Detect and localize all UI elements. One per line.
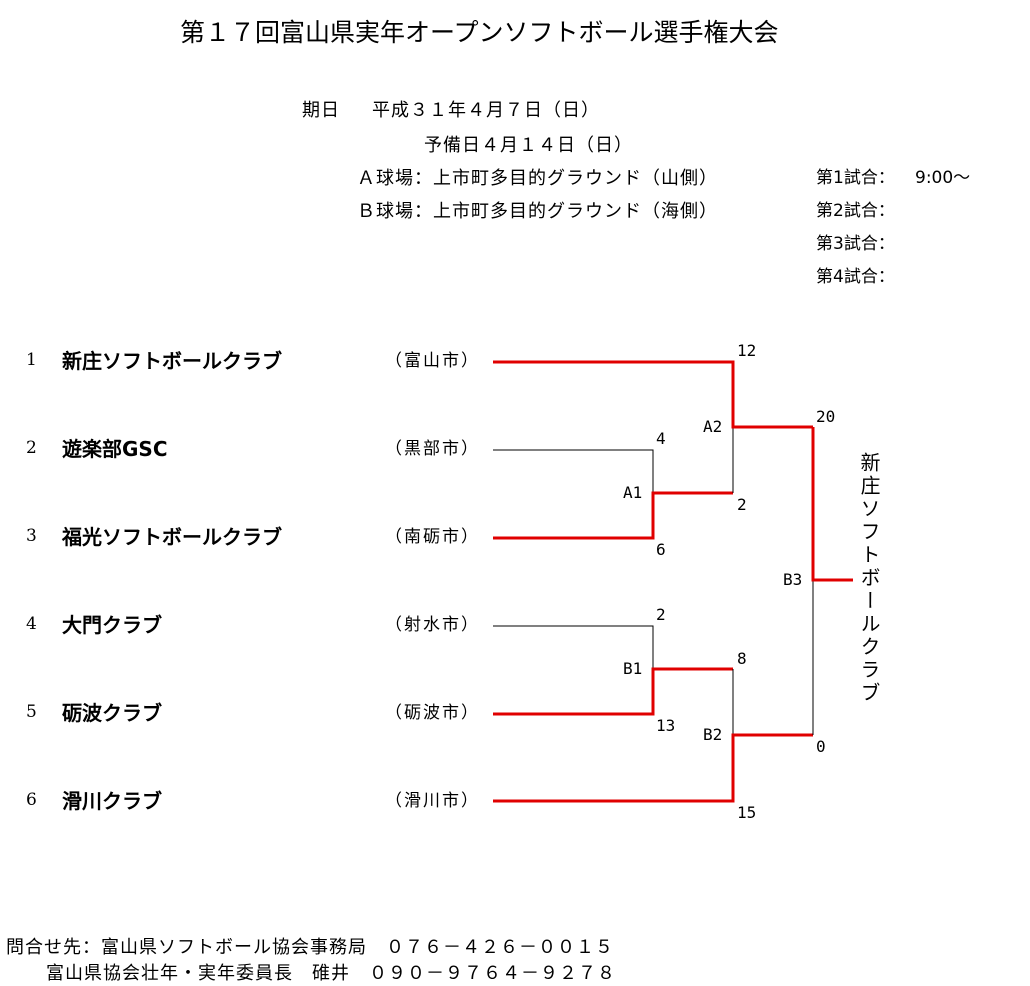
game-2-label: 第2試合： bbox=[816, 201, 895, 221]
score-b1-bottom: 13 bbox=[656, 716, 676, 735]
team-number: 1 bbox=[26, 350, 37, 370]
event-date: 平成３１年４月７日（日） bbox=[372, 100, 600, 121]
score-a2-bottom: 2 bbox=[737, 495, 747, 514]
score-a1-bottom: 6 bbox=[656, 540, 666, 559]
reserve-date: 予備日４月１４日（日） bbox=[424, 135, 633, 156]
venue-a: Ａ球場：上市町多目的グラウンド（山側） bbox=[357, 168, 718, 189]
score-b3-bottom: 0 bbox=[816, 737, 826, 756]
score-a1-top: 4 bbox=[656, 429, 666, 448]
bracket-line-team2 bbox=[493, 449, 654, 493]
team-city: （射水市） bbox=[385, 615, 480, 635]
bracket-line-team1 bbox=[493, 360, 813, 429]
team-number: 6 bbox=[26, 790, 37, 810]
match-label-b3: B3 bbox=[783, 570, 803, 589]
bracket-line-team4 bbox=[493, 625, 654, 669]
page-title: 第１７回富山県実年オープンソフトボール選手権大会 bbox=[180, 18, 779, 47]
team-city: （滑川市） bbox=[385, 791, 480, 811]
team-name: 福光ソフトボールクラブ bbox=[62, 525, 282, 549]
team-name: 大門クラブ bbox=[62, 613, 162, 637]
score-b3-top: 20 bbox=[816, 407, 836, 426]
team-number: 5 bbox=[26, 702, 37, 722]
score-a2-top: 12 bbox=[737, 341, 757, 360]
team-city: （南砺市） bbox=[385, 527, 480, 547]
date-label: 期日 bbox=[302, 100, 340, 121]
score-b1-top: 2 bbox=[656, 605, 666, 624]
match-label-b1: B1 bbox=[623, 659, 643, 678]
game-3-label: 第3試合： bbox=[816, 234, 895, 254]
score-b2-top: 8 bbox=[737, 649, 747, 668]
contact-line-2: 富山県協会壮年・実年委員長 碓井 ０９０－９７６４－９２７８ bbox=[46, 963, 616, 984]
bracket-line-team3 bbox=[493, 491, 733, 540]
score-b2-bottom: 15 bbox=[737, 803, 757, 822]
bracket-line-team6 bbox=[493, 733, 813, 803]
team-name: 滑川クラブ bbox=[62, 789, 162, 813]
match-label-b2: B2 bbox=[703, 725, 723, 744]
match-label-a2: A2 bbox=[703, 417, 723, 436]
bracket-line-final bbox=[811, 427, 853, 582]
team-number: 3 bbox=[26, 526, 37, 546]
champion-name: 新庄ソフトボールクラブ bbox=[857, 452, 881, 705]
game-1-time: 9:00～ bbox=[915, 168, 971, 188]
bracket-line-team5 bbox=[493, 667, 733, 716]
team-city: （黒部市） bbox=[385, 439, 480, 459]
venue-b: Ｂ球場：上市町多目的グラウンド（海側） bbox=[357, 201, 718, 222]
team-name: 新庄ソフトボールクラブ bbox=[62, 349, 282, 373]
game-1-label: 第1試合： bbox=[816, 168, 895, 188]
contact-line-1: 問合せ先：富山県ソフトボール協会事務局 ０７６－４２６－００１５ bbox=[6, 937, 614, 958]
team-number: 2 bbox=[26, 438, 37, 458]
team-city: （砺波市） bbox=[385, 703, 480, 723]
team-number: 4 bbox=[26, 614, 37, 634]
team-name: 砺波クラブ bbox=[62, 701, 162, 725]
match-label-a1: A1 bbox=[623, 483, 643, 502]
team-name: 遊楽部GSC bbox=[62, 437, 168, 461]
game-4-label: 第4試合： bbox=[816, 267, 895, 287]
team-city: （富山市） bbox=[385, 351, 480, 371]
